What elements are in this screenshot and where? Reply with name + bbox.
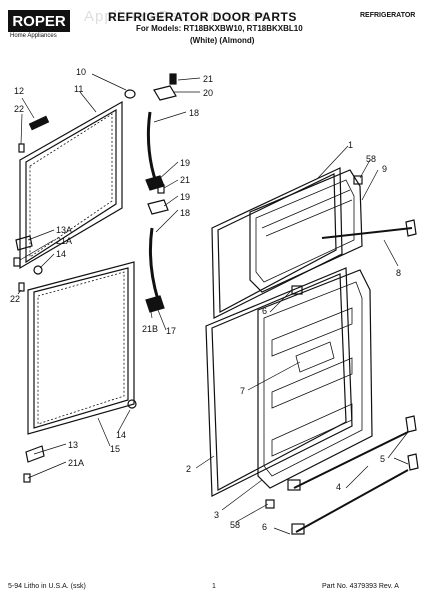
part-20-handle-end [153, 85, 177, 101]
part-6-lower-clip-a [287, 479, 301, 491]
label-9: 9 [382, 164, 387, 174]
footer-litho: 5-94 Litho in U.S.A. (ssk) [8, 583, 86, 590]
label-14-top: 14 [56, 249, 66, 259]
color-list: (White) (Almond) [190, 36, 255, 45]
freezer-gasket [19, 100, 123, 270]
label-18-mid: 18 [180, 208, 190, 218]
label-19-top: 19 [180, 158, 190, 168]
label-17: 17 [166, 326, 176, 336]
label-8: 8 [396, 268, 401, 278]
label-20: 20 [203, 88, 213, 98]
part-17-handle-bottom [145, 295, 165, 313]
label-21a-top: 21A [56, 236, 72, 246]
label-22-bottom: 22 [10, 294, 20, 304]
brand-text: ROPER [12, 13, 66, 30]
part-18-lower-handle [148, 227, 160, 301]
part-14-bottom-cap [127, 399, 137, 409]
label-58-bottom: 58 [230, 520, 240, 530]
part-4-upper-bar [293, 431, 409, 489]
label-13: 13 [68, 440, 78, 450]
label-7: 7 [240, 386, 245, 396]
part-6-lower-clip-b [291, 523, 305, 535]
label-58-top: 58 [366, 154, 376, 164]
part-21a-bottom-screw [23, 473, 31, 483]
brand-logo: ROPER [8, 10, 70, 32]
label-12: 12 [14, 86, 24, 96]
label-5-upper: 5 [380, 454, 385, 464]
part-58-bottom-screw [265, 499, 275, 509]
label-1: 1 [348, 140, 353, 150]
label-19-mid: 19 [180, 192, 190, 202]
part-13a-hinge [15, 235, 33, 251]
label-2: 2 [186, 464, 191, 474]
part-21-screw-mid [157, 184, 165, 194]
callout-labels: 10 11 12 22 21 20 18 19 21 19 18 13A 21A… [10, 67, 401, 532]
part-21a-screw [13, 257, 21, 267]
label-10: 10 [76, 67, 86, 77]
label-21-top: 21 [203, 74, 213, 84]
part-9-bracket [405, 219, 417, 237]
part-19-lower-cap [147, 199, 169, 215]
part-10-cap [124, 89, 136, 99]
part-12-strip [28, 115, 50, 131]
label-6-top: 6 [262, 306, 267, 316]
label-21-mid: 21 [180, 175, 190, 185]
label-11: 11 [74, 84, 83, 94]
freezer-door [211, 167, 363, 319]
label-13a: 13A [56, 225, 72, 235]
footer-part-number: Part No. 4379393 Rev. A [322, 583, 399, 590]
fresh-food-gasket [27, 261, 135, 435]
model-list: For Models: RT18BKXBW10, RT18BKXBL10 [136, 24, 303, 33]
part-22-screw-bottom [18, 282, 25, 292]
fresh-food-door [205, 267, 373, 497]
part-22-screw-top [18, 143, 25, 153]
label-21b: 21B [142, 324, 158, 334]
page-title: REFRIGERATOR DOOR PARTS [108, 10, 297, 24]
part-5-lower-bracket [407, 453, 419, 471]
label-14-bottom: 14 [116, 430, 126, 440]
part-14-top-cap [33, 265, 43, 275]
label-6-bottom: 6 [262, 522, 267, 532]
label-18-top: 18 [189, 108, 199, 118]
category-label: REFRIGERATOR [360, 12, 416, 19]
label-3: 3 [214, 510, 219, 520]
part-19-upper-cap [145, 175, 165, 191]
part-58-top-screw [353, 175, 363, 185]
footer-page-number: 1 [212, 583, 216, 590]
label-4: 4 [336, 482, 341, 492]
watermark: AppliancePartsPros.com [84, 8, 271, 25]
part-21-screw-top [169, 73, 177, 85]
part-13-hinge [25, 445, 45, 463]
brand-subtitle: Home Appliances [10, 33, 57, 39]
part-18-upper-handle [146, 111, 158, 183]
leader-lines [17, 73, 409, 535]
part-8-bar [321, 227, 413, 239]
label-15: 15 [110, 444, 120, 454]
part-4-lower-bar [295, 469, 409, 533]
label-21a-bottom: 21A [68, 458, 84, 468]
label-22-top: 22 [14, 104, 24, 114]
part-5-upper-bracket [405, 415, 417, 433]
